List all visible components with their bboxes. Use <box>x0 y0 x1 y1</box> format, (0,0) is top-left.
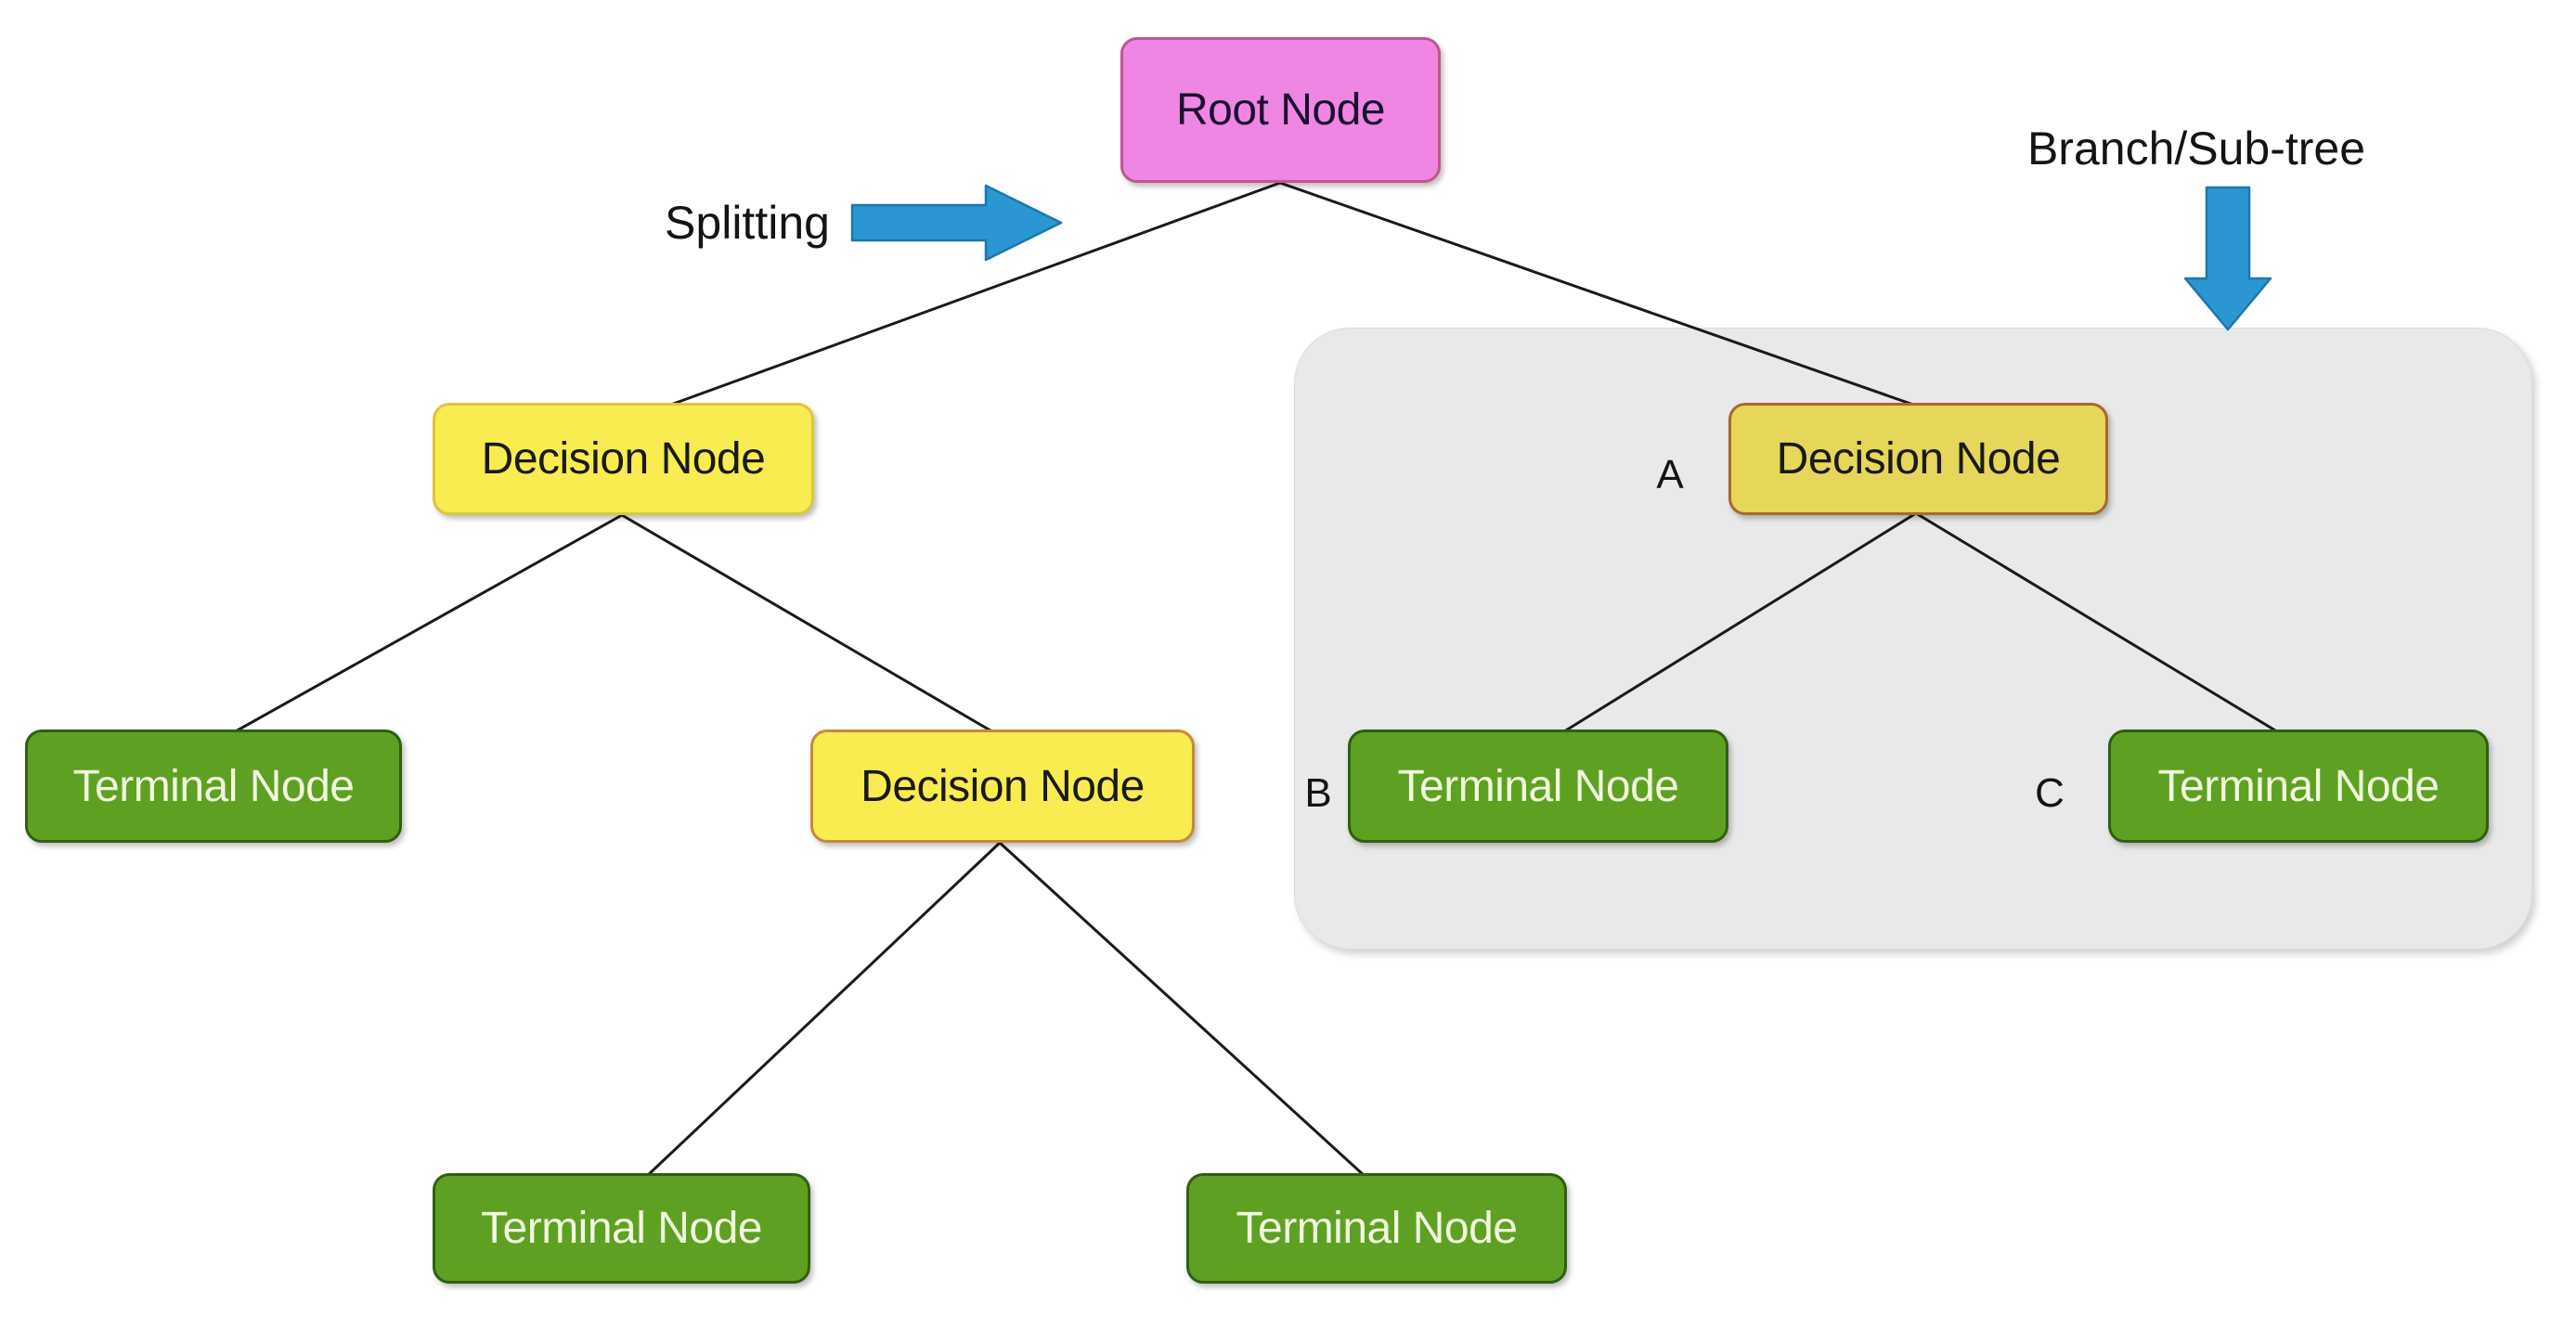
tree-edge-5 <box>998 841 1366 1178</box>
node-decision-subtree: Decision Node <box>1728 403 2108 515</box>
node-terminal-bottom-right: Terminal Node <box>1186 1173 1567 1284</box>
node-root: Root Node <box>1120 37 1441 183</box>
tree-edge-0 <box>667 181 1281 407</box>
branch-subtree-label: Branch/Sub-tree <box>2026 123 2366 174</box>
tree-edge-2 <box>233 513 623 734</box>
tree-edge-3 <box>621 513 1001 738</box>
node-terminal-c: Terminal Node <box>2108 730 2489 843</box>
letter-c: C <box>2035 770 2065 816</box>
splitting-label: Splitting <box>665 197 830 249</box>
node-terminal-b: Terminal Node <box>1348 730 1728 843</box>
node-decision-left: Decision Node <box>433 403 814 515</box>
node-terminal-bottom-left: Terminal Node <box>433 1173 810 1284</box>
branch-subtree-arrow-icon <box>2183 186 2272 331</box>
tree-edge-7 <box>1915 511 2281 735</box>
node-decision-mid: Decision Node <box>810 730 1195 843</box>
letter-a: A <box>1656 452 1684 497</box>
letter-b: B <box>1304 770 1332 816</box>
splitting-arrow-icon <box>850 184 1063 262</box>
tree-edge-4 <box>645 841 1002 1178</box>
tree-edge-6 <box>1560 511 1917 735</box>
tree-edge-1 <box>1279 181 1917 407</box>
node-terminal-left: Terminal Node <box>25 730 402 843</box>
